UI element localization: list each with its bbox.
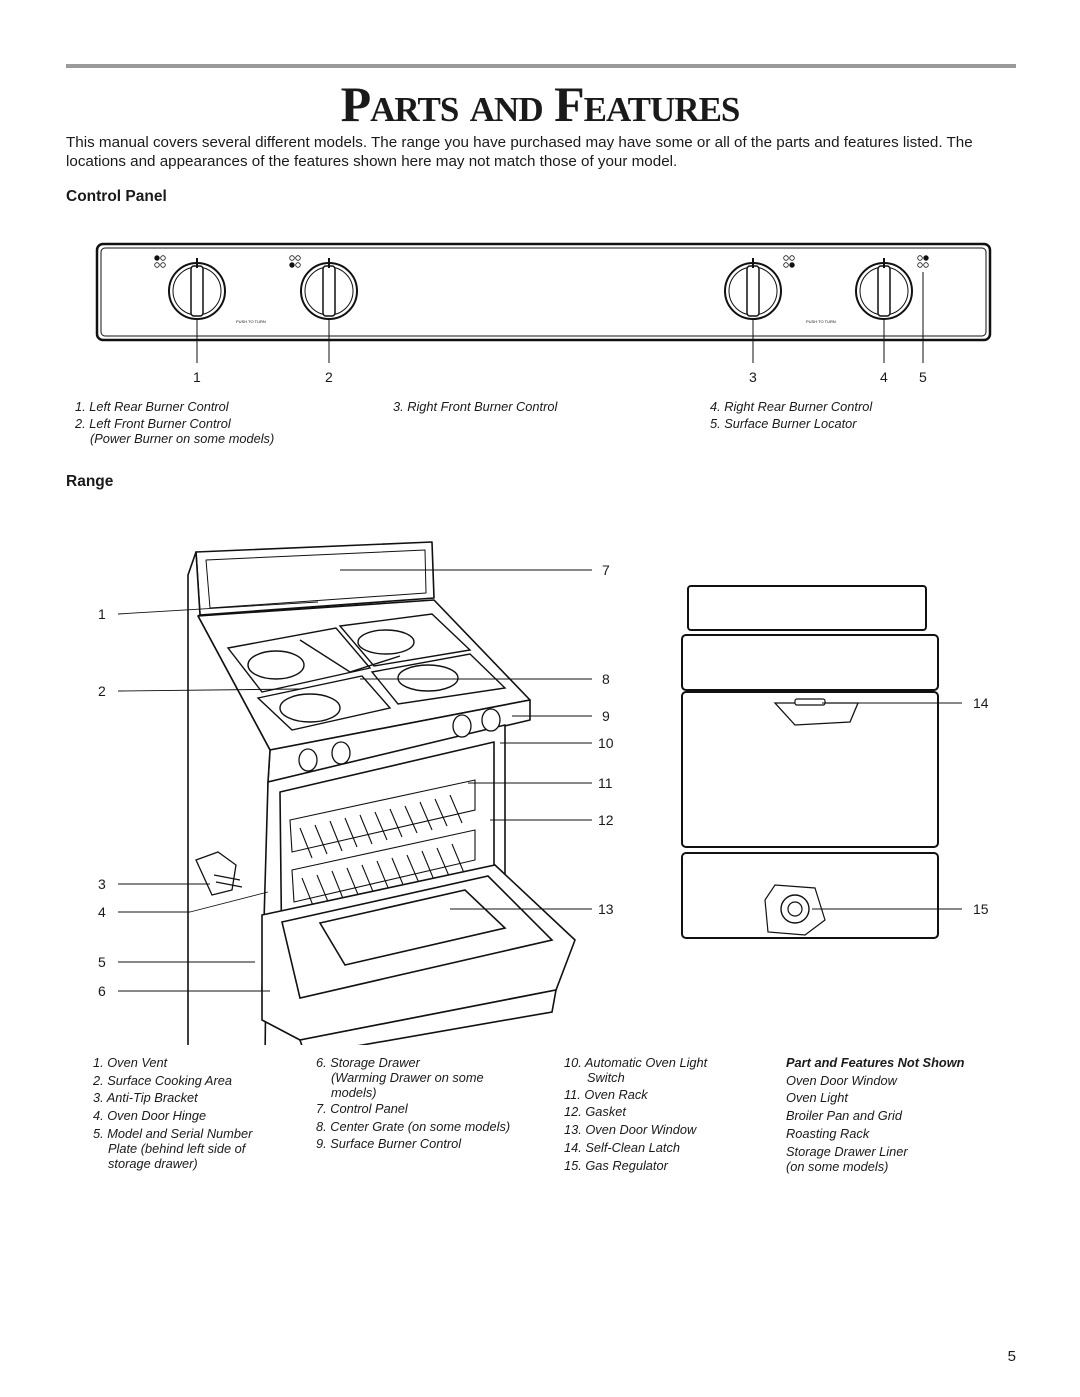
range-legend-1: 1. Oven Vent [93, 1055, 168, 1070]
control-panel-heading: Control Panel [66, 188, 167, 205]
not-shown-3: Broiler Pan and Grid [786, 1108, 902, 1123]
cp-legend-2: 2. Left Front Burner Control [75, 416, 231, 431]
cp-callout-4: 4 [880, 369, 888, 385]
not-shown-2: Oven Light [786, 1090, 848, 1105]
page-title: Parts and Features [340, 76, 741, 132]
cp-legend-1: 1. Left Rear Burner Control [75, 399, 229, 414]
intro-paragraph: This manual covers several different mod… [66, 134, 973, 170]
range-legend-10-line2: Switch [587, 1070, 625, 1085]
knob-2-icon [300, 258, 358, 320]
range-legend-15: 15. Gas Regulator [564, 1158, 668, 1173]
cp-legend-2-note: (Power Burner on some models) [90, 431, 275, 446]
range-legend-6-line2: (Warming Drawer on some [331, 1070, 484, 1085]
range-callout-2: 2 [98, 683, 106, 699]
range-illustration [117, 541, 962, 1045]
cp-legend-3: 3. Right Front Burner Control [393, 399, 558, 414]
range-callout-1: 1 [98, 606, 106, 622]
range-heading: Range [66, 473, 114, 490]
range-legend-9: 9. Surface Burner Control [316, 1136, 462, 1151]
range-legend-3: 3. Anti-Tip Bracket [93, 1090, 198, 1105]
range-callout-12: 12 [598, 812, 614, 828]
top-rule [66, 64, 1016, 68]
cp-callout-5: 5 [919, 369, 927, 385]
range-legend-4: 4. Oven Door Hinge [93, 1108, 207, 1123]
push-to-turn-label-right: PUSH TO TURN [806, 319, 836, 324]
range-legend-8: 8. Center Grate (on some models) [316, 1119, 511, 1134]
range-callout-5: 5 [98, 954, 106, 970]
range-legend-14: 14. Self-Clean Latch [564, 1140, 680, 1155]
range-callout-3: 3 [98, 876, 106, 892]
knob-3-icon [724, 258, 782, 320]
range-callout-6: 6 [98, 983, 106, 999]
range-legend-6-line3: models) [331, 1085, 377, 1100]
range-callout-13: 13 [598, 901, 614, 917]
range-callout-7: 7 [602, 562, 610, 578]
range-callout-8: 8 [602, 671, 610, 687]
range-legend-7: 7. Control Panel [316, 1101, 408, 1116]
range-legend-13: 13. Oven Door Window [564, 1122, 697, 1137]
burner-locator-icons [154, 255, 929, 268]
cp-callout-2: 2 [325, 369, 333, 385]
range-callout-10: 10 [598, 735, 614, 751]
range-legend-11: 11. Oven Rack [564, 1087, 648, 1102]
range-callout-11: 11 [598, 775, 613, 791]
range-legend-6: 6. Storage Drawer [316, 1055, 420, 1070]
cp-callout-3: 3 [749, 369, 757, 385]
range-legend-5-line3: storage drawer) [108, 1156, 198, 1171]
cp-legend-5: 5. Surface Burner Locator [710, 416, 857, 431]
range-callout-9: 9 [602, 708, 610, 724]
range-legend-2: 2. Surface Cooking Area [93, 1073, 232, 1088]
page-number: 5 [1007, 1348, 1016, 1365]
not-shown-5-line2: (on some models) [786, 1159, 889, 1174]
not-shown-1: Oven Door Window [786, 1073, 897, 1088]
not-shown-4: Roasting Rack [786, 1126, 870, 1141]
control-panel-illustration: PUSH TO TURN PUSH TO TURN [95, 242, 992, 363]
knob-1-icon [168, 258, 226, 320]
not-shown-5: Storage Drawer Liner [786, 1144, 908, 1159]
range-legend-12: 12. Gasket [564, 1104, 626, 1119]
cp-callout-1: 1 [193, 369, 201, 385]
range-legend-10: 10. Automatic Oven Light [564, 1055, 708, 1070]
range-legend-5: 5. Model and Serial Number [93, 1126, 253, 1141]
cp-legend-4: 4. Right Rear Burner Control [710, 399, 873, 414]
not-shown-heading: Part and Features Not Shown [786, 1055, 965, 1070]
range-callout-15: 15 [973, 901, 989, 917]
range-callout-4: 4 [98, 904, 106, 920]
range-callout-14: 14 [973, 695, 989, 711]
range-legend-5-line2: Plate (behind left side of [108, 1141, 246, 1156]
push-to-turn-label-left: PUSH TO TURN [236, 319, 266, 324]
knob-4-icon [855, 258, 913, 320]
